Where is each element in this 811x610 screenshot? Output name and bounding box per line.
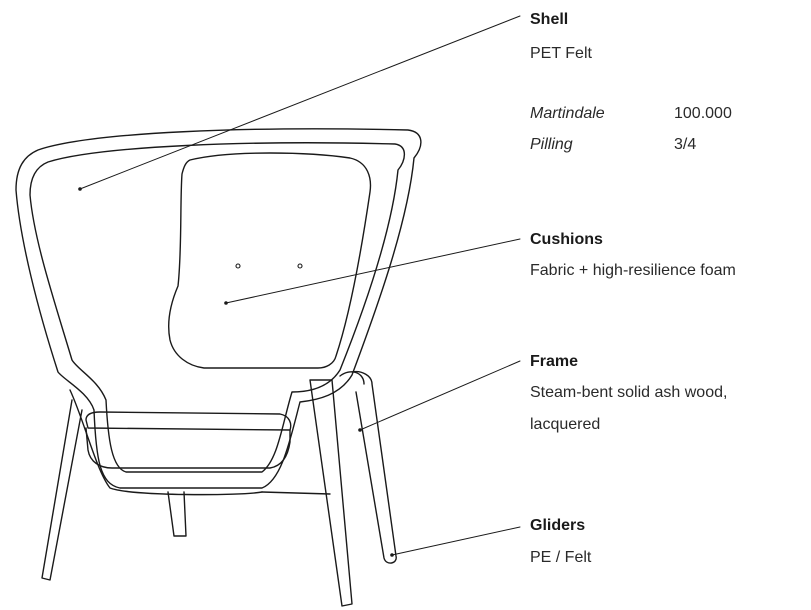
frame-material-line1: Steam-bent solid ash wood, xyxy=(530,384,728,401)
spec-value-pilling: 3/4 xyxy=(674,136,697,153)
spec-name-martindale: Martindale xyxy=(530,105,605,122)
shell-inner-line xyxy=(29,142,406,473)
spec-value-martindale: 100.000 xyxy=(674,105,732,122)
back-right-leg xyxy=(351,370,397,564)
shell-material: PET Felt xyxy=(530,45,592,62)
cushions-material: Fabric + high-resilience foam xyxy=(530,262,736,279)
seat-cushion-front xyxy=(85,427,291,469)
shell-outline xyxy=(15,128,422,489)
back-left-leg xyxy=(167,491,187,537)
back-cushion xyxy=(168,152,372,369)
gliders-anchor-dot xyxy=(390,553,394,557)
gliders-title: Gliders xyxy=(530,517,586,534)
seat-cushion xyxy=(85,411,292,431)
gliders-material: PE / Felt xyxy=(530,549,592,566)
frame-leader xyxy=(359,360,521,431)
frame-material-line2: lacquered xyxy=(530,416,601,433)
cushions-leader xyxy=(225,238,521,304)
shell-leader xyxy=(79,15,521,190)
frame-anchor-dot xyxy=(358,428,362,432)
frame-joint xyxy=(339,371,365,385)
cushions-anchor-dot xyxy=(224,301,228,305)
front-left-leg xyxy=(41,399,83,581)
shell-anchor-dot xyxy=(78,187,82,191)
shell-title: Shell xyxy=(530,11,569,28)
spec-name-pilling: Pilling xyxy=(530,136,573,153)
tuft-button xyxy=(297,263,303,269)
gliders-leader xyxy=(391,526,521,556)
front-right-leg xyxy=(309,379,353,607)
frame-ring xyxy=(69,389,263,496)
cushions-title: Cushions xyxy=(530,231,603,248)
frame-stretcher xyxy=(261,491,331,495)
frame-title: Frame xyxy=(530,353,579,370)
tuft-button xyxy=(235,263,241,269)
